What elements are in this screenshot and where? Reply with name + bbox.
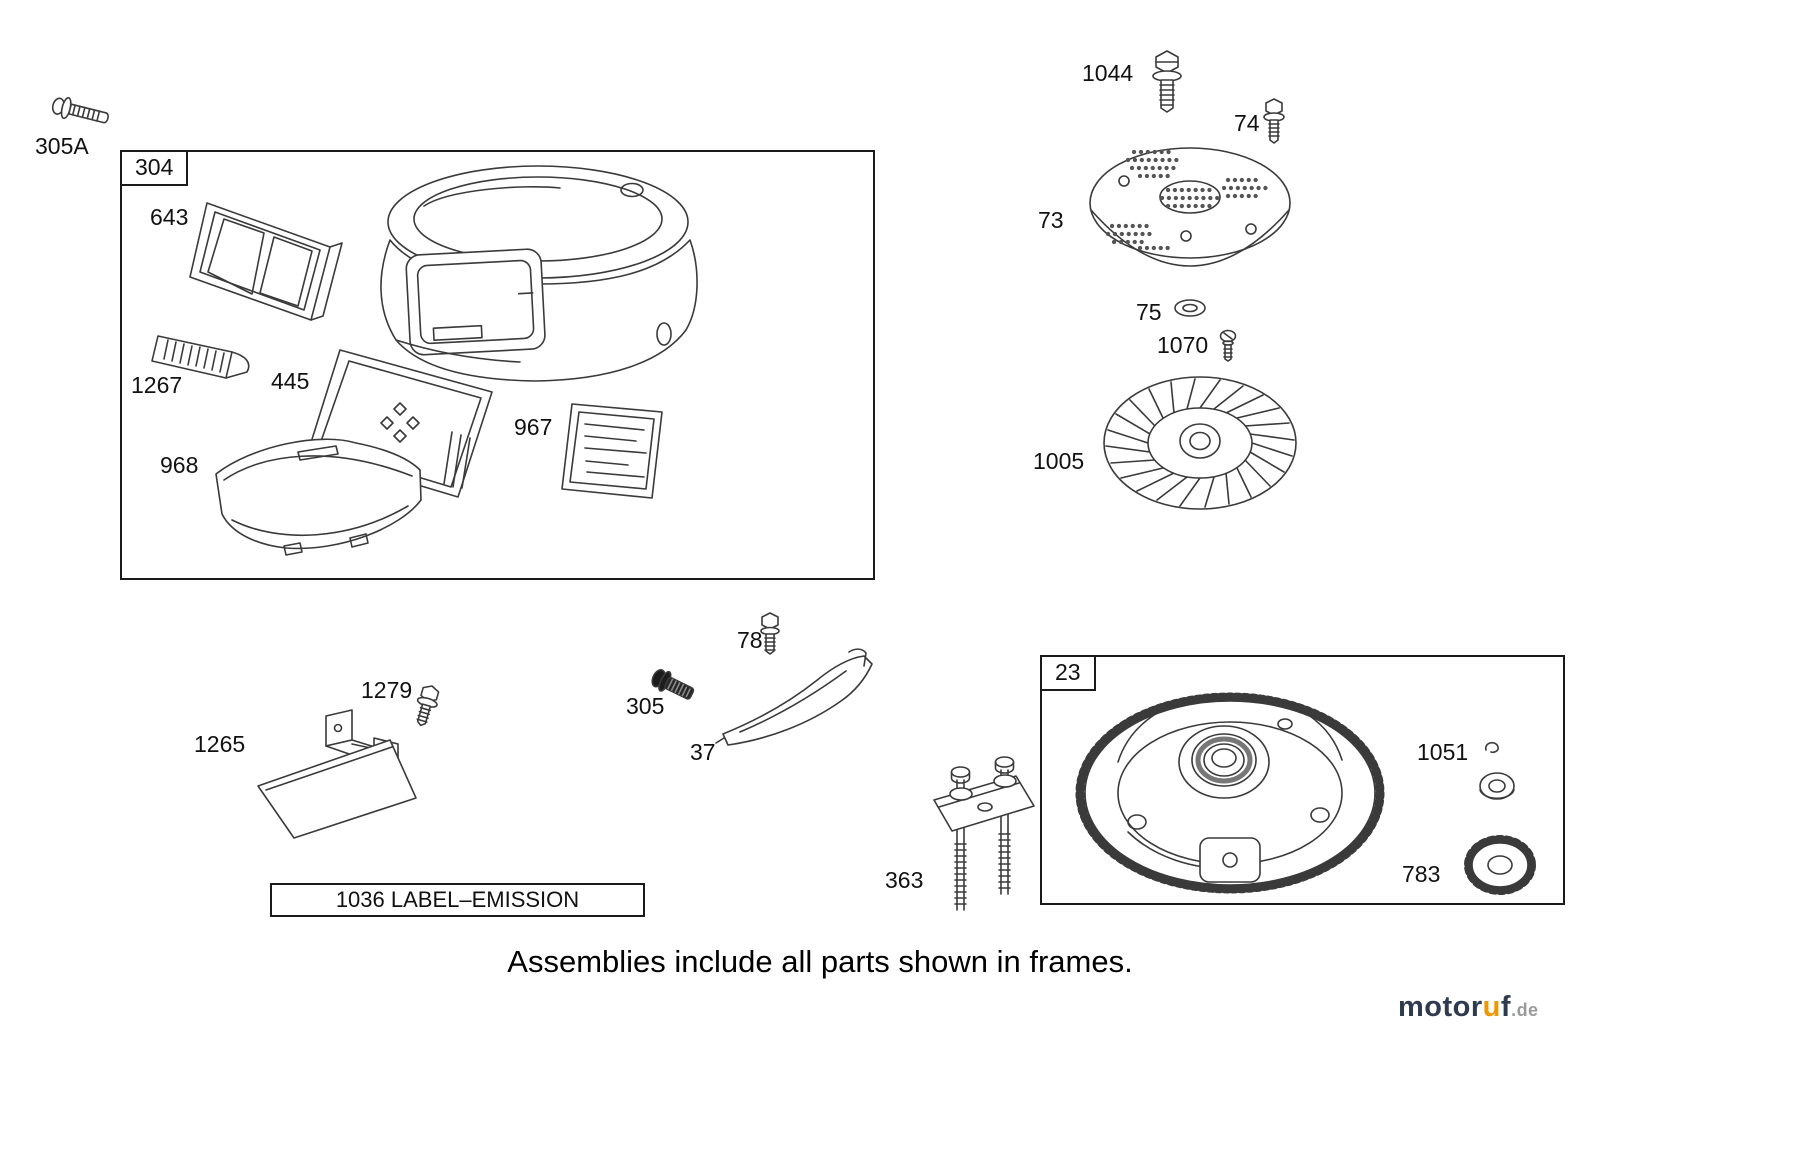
screw-305a-icon xyxy=(51,97,109,124)
watermark-text-3: f xyxy=(1500,991,1512,1023)
blower-housing-icon xyxy=(380,165,698,382)
bracket-1265-icon xyxy=(257,709,417,839)
flywheel-fan-1005-icon xyxy=(1103,376,1297,510)
part-label-967: 967 xyxy=(514,414,553,440)
part-label-75: 75 xyxy=(1136,299,1162,325)
part-label-305: 305 xyxy=(626,693,665,719)
cover-37-icon xyxy=(715,648,873,746)
bolt-1044-icon xyxy=(1152,50,1182,113)
frame-23-label: 23 xyxy=(1040,655,1096,691)
label-plate-967-icon xyxy=(561,403,663,499)
part-label-643: 643 xyxy=(150,204,189,230)
screw-1070-icon xyxy=(1219,329,1237,362)
emission-label-box: 1036 LABEL–EMISSION xyxy=(270,883,645,917)
frame-23: 23 xyxy=(1040,655,1565,905)
watermark-text-2: u xyxy=(1482,991,1501,1023)
part-label-73: 73 xyxy=(1038,207,1064,233)
anchor-363-icon xyxy=(933,756,1035,911)
part-label-1267: 1267 xyxy=(131,372,183,398)
screw-1279-icon xyxy=(416,685,440,727)
watermark-text-1: motor xyxy=(1398,991,1483,1023)
part-label-305a: 305A xyxy=(35,133,89,159)
footer-note: Assemblies include all parts shown in fr… xyxy=(507,944,1133,979)
gear-783-icon xyxy=(1464,835,1536,895)
screw-305-icon xyxy=(651,669,695,700)
part-label-445: 445 xyxy=(271,368,310,394)
part-label-1070: 1070 xyxy=(1157,332,1209,358)
part-label-74: 74 xyxy=(1234,110,1260,136)
part-label-1279: 1279 xyxy=(361,677,413,703)
washer-75-icon xyxy=(1174,299,1206,317)
part-label-78: 78 xyxy=(737,627,763,653)
part-label-968: 968 xyxy=(160,452,199,478)
strip-1267-icon xyxy=(151,335,250,379)
part-label-37: 37 xyxy=(690,739,716,765)
grommet-1051-icon xyxy=(1479,741,1515,800)
part-label-1044: 1044 xyxy=(1082,60,1134,86)
watermark-motoruf: motoruf.de xyxy=(1398,991,1539,1024)
part-label-783: 783 xyxy=(1402,861,1441,887)
bolt-78-icon xyxy=(760,612,780,655)
part-label-1005: 1005 xyxy=(1033,448,1085,474)
watermark-tld: .de xyxy=(1511,1000,1539,1020)
flywheel-icon xyxy=(1075,692,1385,894)
screen-73-icon xyxy=(1089,147,1291,267)
part-label-1265: 1265 xyxy=(194,731,246,757)
frame-304: 304 xyxy=(120,150,875,580)
part-label-1051: 1051 xyxy=(1417,739,1469,765)
cover-968-icon xyxy=(215,438,422,556)
frame-304-label: 304 xyxy=(120,150,189,186)
air-panel-643-icon xyxy=(189,202,343,321)
bolt-74-icon xyxy=(1263,98,1285,144)
part-label-363: 363 xyxy=(885,867,924,893)
